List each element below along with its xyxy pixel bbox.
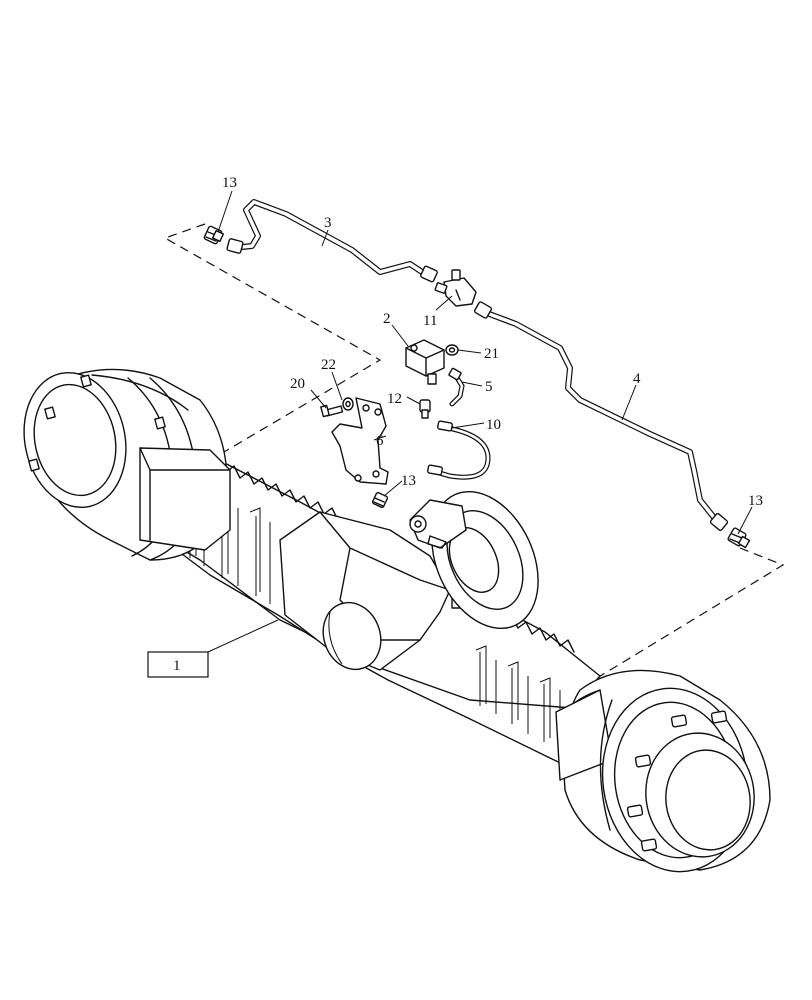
connector-12 [419,399,431,419]
tee-fitting-11 [434,269,477,307]
callout-6: 6 [376,433,384,449]
adapter-fitting-13-top [203,225,225,245]
adapter-fitting-13-right [727,527,751,549]
right-wheel-hub [555,669,771,873]
pinion-flange [409,490,539,630]
callout-10: 10 [486,417,501,433]
callout-4: 4 [633,371,641,387]
adapter-fitting-13-center [371,491,389,509]
brake-pipe-4 [473,301,729,531]
callout-3: 3 [324,215,332,231]
brake-hose-10 [427,420,491,480]
assembly-dashed-outline [163,223,785,679]
callout-21: 21 [484,346,499,362]
callout-13-middle: 13 [401,473,416,489]
callout-11: 11 [423,313,437,329]
callout-labels: 13 3 2 11 21 22 20 5 12 4 10 6 13 13 [222,175,763,509]
callout-5: 5 [485,379,493,395]
mounting-bracket-6 [331,397,389,485]
left-wheel-hub [23,368,231,561]
brake-pressure-switch-2 [405,339,445,385]
nut-21 [445,344,459,356]
callout-13-right: 13 [748,493,763,509]
callout-12: 12 [387,391,402,407]
callout-2: 2 [383,311,391,327]
callout-22: 22 [321,357,336,373]
callout-13-top: 13 [222,175,237,191]
callout-1-box: 1 [147,651,209,678]
axle-housing [149,439,601,771]
callout-1: 1 [173,658,181,674]
bolt-20 [320,404,344,418]
callout-20: 20 [290,376,305,392]
washer-22 [342,397,354,411]
brake-pipe-3 [226,199,438,283]
leader-lines [207,190,753,653]
brake-tube-5 [448,367,465,407]
